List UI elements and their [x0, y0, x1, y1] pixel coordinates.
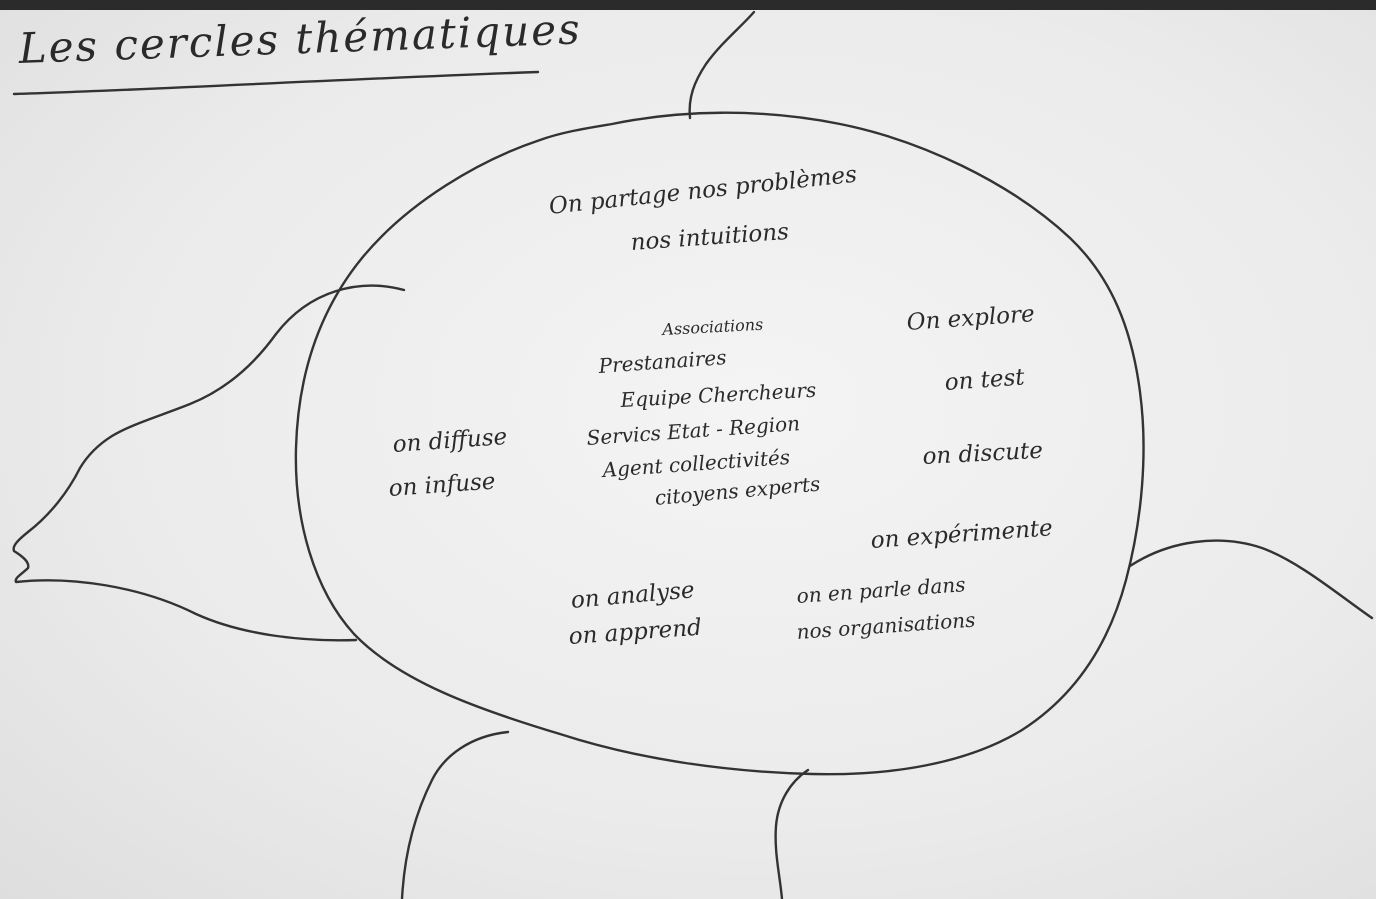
title-underline — [12, 70, 540, 96]
activity-discuss: on discute — [921, 437, 1044, 470]
top-connector-line — [688, 10, 756, 120]
bottom-left-circle — [400, 730, 510, 899]
top-edge-shadow — [0, 0, 1376, 10]
bottom-right-circle — [774, 768, 810, 899]
right-circle — [1128, 539, 1374, 620]
activity-test: on test — [943, 364, 1026, 396]
main-circle — [294, 111, 1145, 776]
left-circle — [12, 284, 406, 642]
